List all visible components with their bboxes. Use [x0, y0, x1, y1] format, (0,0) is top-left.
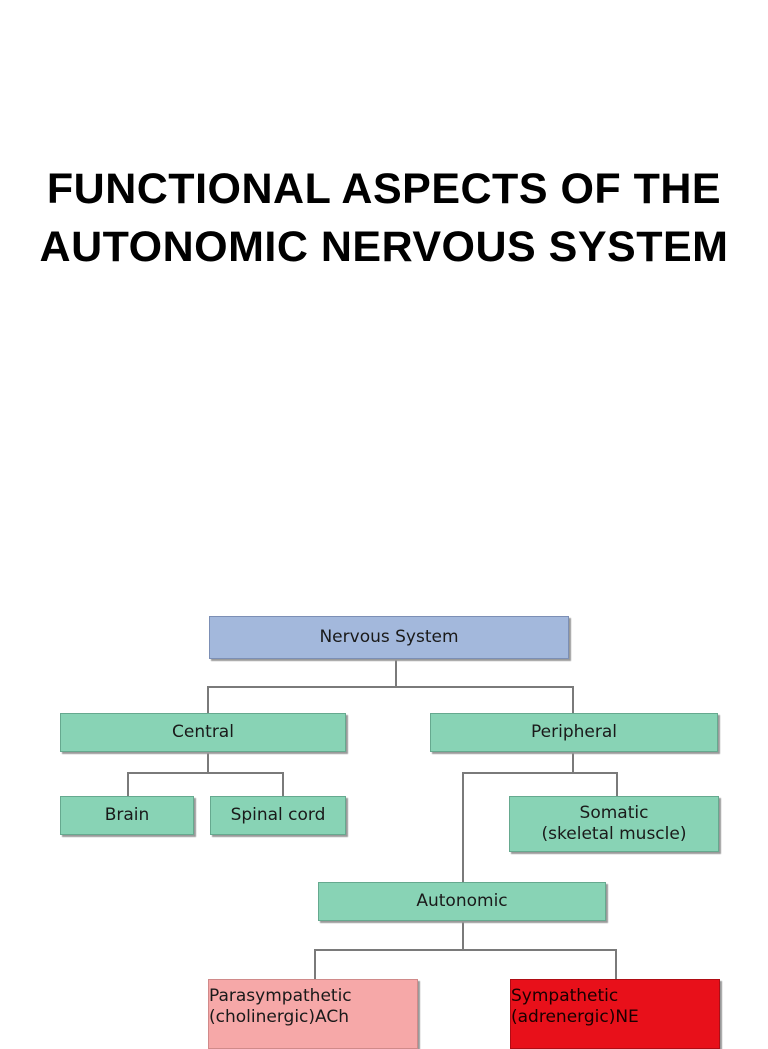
connector-peripheral-stem	[572, 751, 574, 773]
connector-peripheral-bar	[462, 772, 618, 774]
node-sympathetic-label-line-1: Sympathetic	[511, 986, 619, 1006]
slide-title: FUNCTIONAL ASPECTS OF THE AUTONOMIC NERV…	[0, 160, 768, 276]
connector-to-brain	[127, 772, 129, 796]
node-spinal-cord: Spinal cord	[210, 796, 346, 835]
node-sympathetic: Sympathetic (adrenergic)NE	[510, 979, 720, 1049]
node-peripheral: Peripheral	[430, 713, 718, 752]
node-autonomic: Autonomic	[318, 882, 606, 921]
connector-to-autonomic	[462, 772, 464, 882]
connector-to-parasympathetic	[314, 949, 316, 979]
connector-autonomic-bar	[314, 949, 617, 951]
node-nervous-system: Nervous System	[209, 616, 569, 659]
node-autonomic-label: Autonomic	[416, 891, 508, 911]
node-nervous-system-label: Nervous System	[319, 627, 459, 647]
node-somatic-label-line-1: Somatic	[579, 803, 649, 823]
connector-central-stem	[207, 751, 209, 773]
connector-to-sympathetic	[615, 949, 617, 979]
node-parasympathetic-label-line-2: (cholinergic)ACh	[209, 1007, 349, 1027]
connector-to-central	[207, 686, 209, 713]
connector-to-somatic	[616, 772, 618, 796]
node-brain-label: Brain	[104, 805, 150, 825]
connector-central-bar	[127, 772, 284, 774]
node-central-label: Central	[172, 722, 234, 742]
node-somatic: Somatic (skeletal muscle)	[509, 796, 719, 852]
connector-to-spinal-cord	[282, 772, 284, 796]
node-parasympathetic-label-line-1: Parasympathetic	[209, 986, 352, 1006]
connector-autonomic-stem	[462, 920, 464, 950]
connector-root-bar	[207, 686, 574, 688]
title-line-1: FUNCTIONAL ASPECTS OF THE	[46, 165, 722, 213]
node-spinal-cord-label: Spinal cord	[230, 805, 326, 825]
node-central: Central	[60, 713, 346, 752]
node-peripheral-label: Peripheral	[531, 722, 617, 742]
connector-to-peripheral	[572, 686, 574, 713]
connector-root-stem	[395, 658, 397, 687]
node-brain: Brain	[60, 796, 194, 835]
title-line-2: AUTONOMIC NERVOUS SYSTEM	[39, 223, 729, 271]
node-somatic-label-line-2: (skeletal muscle)	[541, 824, 687, 844]
node-parasympathetic: Parasympathetic (cholinergic)ACh	[208, 979, 418, 1049]
node-sympathetic-label-line-2: (adrenergic)NE	[511, 1007, 639, 1027]
nervous-system-hierarchy-diagram: Nervous System Central Peripheral Brain …	[60, 616, 720, 1049]
